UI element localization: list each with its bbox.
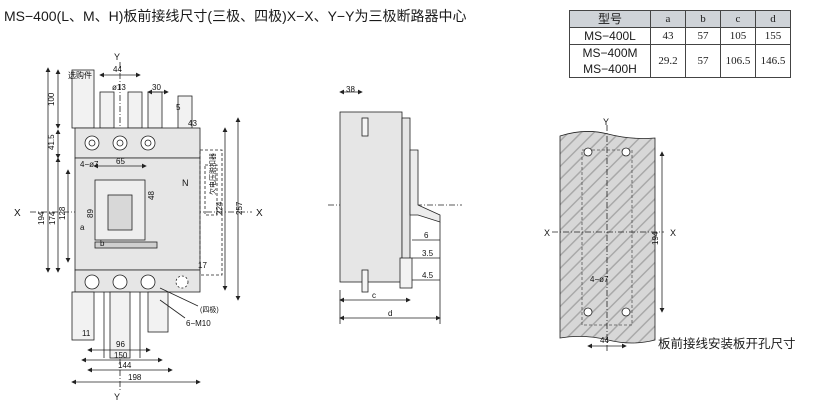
panel-y-label: Y	[603, 117, 609, 127]
page-title: MS−400(L、M、H)板前接线尺寸(三极、四极)X−X、Y−Y为三极断路器中…	[4, 8, 467, 24]
dim-41-5: 41.5	[47, 134, 56, 150]
row-c: 106.5	[720, 44, 756, 78]
dim-d: d	[388, 309, 392, 318]
dim-144: 144	[118, 361, 132, 370]
front-view	[30, 62, 252, 392]
panel-dim-194: 194	[651, 231, 660, 245]
dim-89: 89	[86, 209, 95, 218]
x-label-left: X	[14, 208, 21, 219]
table-row: MS−400M MS−400H 29.2 57 106.5 146.5	[569, 44, 791, 78]
header-b: b	[685, 10, 721, 28]
dim-96: 96	[116, 340, 125, 349]
row-d: 146.5	[755, 44, 791, 78]
side-view	[328, 89, 462, 324]
dim-4-d7: 4−ø7	[80, 160, 99, 169]
undervoltage-label: 欠电压脱扣器	[208, 153, 217, 195]
row-model-line1: MS−400M	[582, 46, 638, 60]
panel-x-label-right: X	[670, 228, 676, 238]
dim-b: b	[100, 239, 105, 248]
panel-x-label-left: X	[544, 228, 550, 238]
dim-4-5: 4.5	[422, 271, 434, 280]
four-pole-label: (四极)	[200, 305, 219, 314]
dim-44: 44	[113, 65, 122, 74]
dim-48: 48	[147, 191, 156, 200]
dim-6-m10: 6−M10	[186, 319, 211, 328]
dim-38: 38	[346, 85, 355, 94]
dim-257: 257	[235, 201, 244, 215]
dim-224: 224	[215, 201, 224, 215]
lower-terminal-block	[74, 269, 201, 293]
n-label: N	[182, 178, 189, 188]
header-d: d	[755, 10, 791, 28]
front-view-labels: Y Y X X 选购件 44 ø13 30 5 43 100 41.5 4−ø7…	[14, 52, 263, 402]
panel-view	[552, 125, 665, 352]
dim-3-5: 3.5	[422, 249, 434, 258]
dim-30: 30	[152, 83, 161, 92]
header-model: 型号	[569, 10, 651, 28]
dim-6: 6	[424, 231, 429, 240]
dim-a: a	[80, 223, 85, 232]
panel-caption: 板前接线安装板开孔尺寸	[658, 337, 796, 351]
x-label-right: X	[256, 208, 263, 219]
operating-handle	[107, 194, 133, 231]
side-handle	[409, 149, 441, 223]
dim-150: 150	[114, 351, 128, 360]
dim-174: 174	[48, 211, 57, 225]
spec-table: 型号 a b c d MS−400L 43 57 105 155 MS−400M…	[569, 10, 791, 78]
panel-dim-4-d7: 4−ø7	[590, 275, 609, 284]
dim-43: 43	[188, 119, 197, 128]
dim-5: 5	[176, 103, 181, 112]
dim-194: 194	[37, 211, 46, 225]
dim-198: 198	[128, 373, 142, 382]
dim-100: 100	[47, 92, 56, 106]
side-view-labels: 38 6 3.5 4.5 c d	[346, 85, 434, 318]
y-label-top: Y	[114, 52, 120, 62]
dim-128: 128	[58, 206, 67, 220]
dim-c: c	[372, 291, 376, 300]
y-label-bottom: Y	[114, 392, 120, 402]
panel-dim-44: 44	[600, 336, 609, 345]
dim-65: 65	[116, 157, 125, 166]
fourth-pole-outline	[199, 149, 223, 276]
row-b: 57	[685, 44, 721, 78]
dim-11: 11	[82, 329, 91, 338]
dim-13: ø13	[112, 83, 126, 92]
panel-view-labels: Y X X 194 4−ø7 44	[544, 117, 676, 345]
side-body	[339, 111, 403, 283]
mounting-panel	[559, 131, 656, 344]
dim-17: 17	[198, 261, 207, 270]
row-model-line2: MS−400H	[583, 62, 637, 76]
spec-table-header: 型号 a b c d	[569, 10, 791, 28]
row-model: MS−400M MS−400H	[569, 44, 651, 78]
row-a: 29.2	[650, 44, 686, 78]
optional-part-label: 选购件	[68, 70, 92, 80]
